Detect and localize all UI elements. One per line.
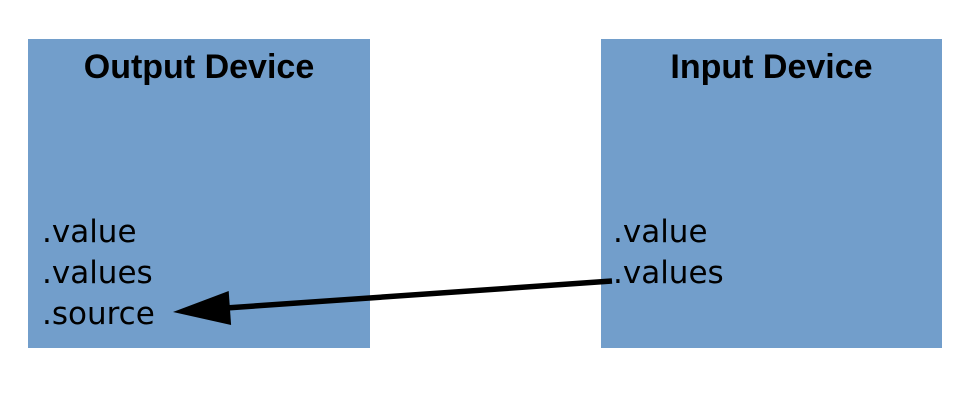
output-device-properties: .value .values .source	[42, 212, 155, 335]
input-property-value: .value	[613, 214, 708, 250]
input-device-properties: .value .values	[613, 212, 724, 294]
input-device-box: Input Device .value .values	[601, 39, 942, 348]
input-device-title: Input Device	[670, 48, 873, 86]
output-device-title: Output Device	[83, 48, 315, 86]
output-property-value: .value	[42, 214, 137, 250]
output-property-values: .values	[42, 255, 153, 291]
output-property-source: .source	[42, 296, 155, 332]
output-device-box: Output Device .value .values .source	[28, 39, 370, 348]
input-property-values: .values	[613, 255, 724, 291]
